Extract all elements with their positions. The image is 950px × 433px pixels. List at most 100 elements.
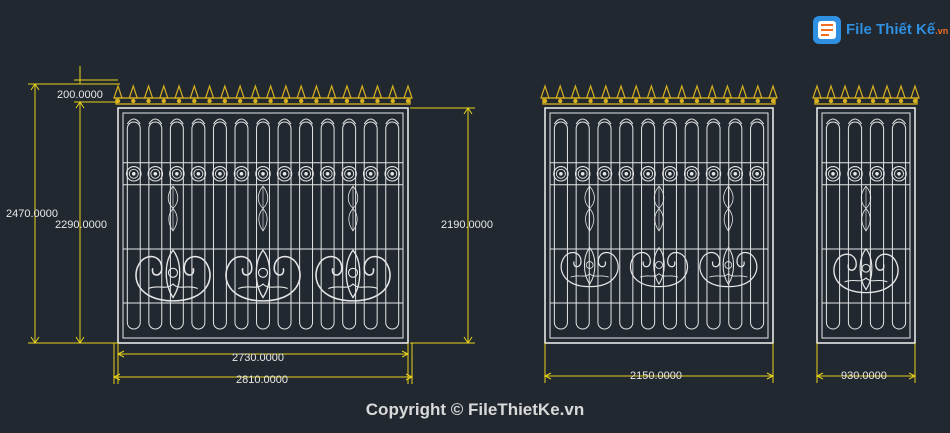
bar-arch <box>191 118 206 125</box>
spike-ball <box>192 98 197 104</box>
bar-arch <box>553 118 568 125</box>
spike-ball <box>375 98 380 104</box>
rosette <box>341 166 357 182</box>
bar-arch <box>825 118 841 125</box>
leaf-ornament <box>653 185 665 232</box>
spike-ball <box>542 98 548 104</box>
bar <box>277 121 292 330</box>
spike-ball <box>344 98 350 104</box>
bar-arch <box>234 118 249 125</box>
spike <box>752 84 763 99</box>
scroll-ornament <box>833 248 899 294</box>
bar <box>342 121 357 330</box>
dim-total-height: 2470.0000 <box>6 208 58 220</box>
spike-ball <box>573 98 578 104</box>
spike-ball <box>618 98 624 104</box>
bar <box>234 121 249 330</box>
bar-arch <box>706 118 721 125</box>
rosette <box>574 166 591 182</box>
spike <box>646 84 657 99</box>
bar-arch <box>277 118 292 125</box>
spike-ball <box>912 98 918 104</box>
spike <box>854 84 864 99</box>
inner-frame <box>549 112 769 339</box>
dim-outer-width: 2810.0000 <box>236 374 288 386</box>
spike <box>616 84 626 99</box>
spike <box>896 84 906 99</box>
spike <box>204 84 215 99</box>
spike <box>220 84 230 99</box>
rosettes <box>553 166 765 182</box>
spike-ball <box>649 98 654 104</box>
bar <box>320 121 335 330</box>
spike-ball <box>725 98 730 104</box>
gate-2 <box>540 84 778 344</box>
bar-arch <box>662 118 677 125</box>
brand-logo[interactable]: File Thiết Kế.vn <box>810 12 948 48</box>
rosette <box>662 166 678 182</box>
spike-ball <box>634 98 639 104</box>
spike-ball <box>828 98 834 104</box>
dim-inner-width: 2730.0000 <box>232 352 284 364</box>
spike <box>868 84 878 99</box>
spike <box>281 84 291 99</box>
bar <box>662 121 677 330</box>
spike-ball <box>842 98 848 104</box>
leaf-ornament <box>723 185 734 232</box>
spike-ball <box>884 98 890 104</box>
spike <box>113 84 123 99</box>
gate-3 <box>812 84 920 344</box>
spike-ball <box>710 98 715 104</box>
spike <box>570 84 581 99</box>
bar <box>684 121 699 330</box>
gate-1 <box>113 84 413 344</box>
bars <box>126 118 400 330</box>
rosette <box>553 166 569 182</box>
spike <box>326 84 337 99</box>
bar-arch <box>213 118 227 125</box>
rosette <box>255 166 271 182</box>
spike <box>768 84 778 99</box>
spike <box>882 84 892 99</box>
spike <box>128 84 139 99</box>
bar <box>256 121 270 330</box>
bar <box>191 121 206 330</box>
spike-ball <box>679 98 684 104</box>
spike <box>840 84 850 99</box>
bar-arch <box>619 118 634 125</box>
spike <box>631 84 642 99</box>
bar <box>553 121 568 330</box>
spike-ball <box>405 98 411 104</box>
spike-row <box>540 84 778 105</box>
spike <box>737 84 748 99</box>
dim-right-height: 2190.0000 <box>441 219 493 231</box>
leaf-ornament <box>584 185 595 232</box>
ornaments <box>560 185 758 288</box>
spike <box>235 84 245 99</box>
rosettes <box>126 166 400 182</box>
rosette <box>147 166 164 182</box>
bar-arch <box>869 118 885 125</box>
bar-arch <box>363 118 378 125</box>
dim-gate2-width: 2150.0000 <box>630 370 682 382</box>
logo-brand: File Thiết Kế <box>846 21 936 38</box>
spike <box>372 84 383 99</box>
spike <box>296 84 306 99</box>
bar-arch <box>385 118 400 125</box>
spike <box>250 84 261 99</box>
bar-arch <box>126 118 141 125</box>
bar <box>728 121 743 330</box>
rosette <box>749 166 765 182</box>
spike-ball <box>558 98 563 104</box>
spike-row <box>812 84 920 105</box>
spike <box>707 84 718 99</box>
rosettes <box>825 166 907 182</box>
rosette <box>683 166 700 182</box>
rosette <box>869 166 885 182</box>
bar <box>869 121 885 330</box>
scroll-ornament <box>629 247 689 288</box>
bar <box>148 121 163 330</box>
spike <box>403 84 413 99</box>
bar-arch <box>256 118 270 125</box>
bar-arch <box>847 118 863 125</box>
